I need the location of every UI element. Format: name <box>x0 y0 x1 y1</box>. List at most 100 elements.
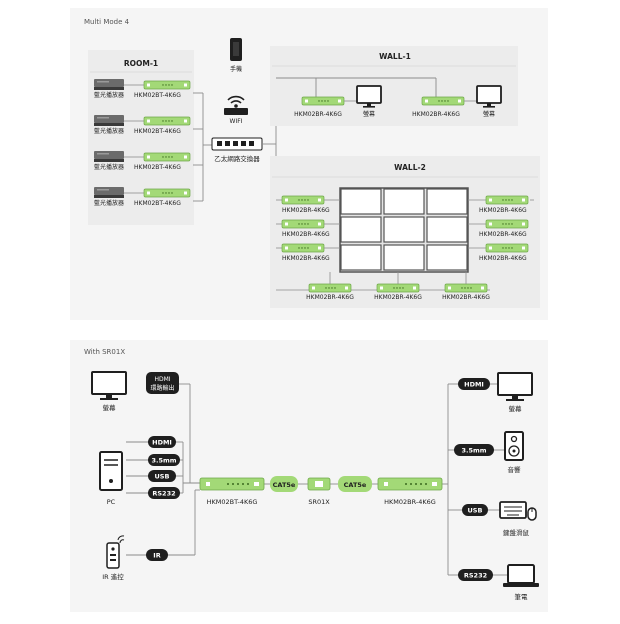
room-tx-device <box>143 116 191 126</box>
speaker-icon <box>504 431 524 461</box>
left-hdmi-tag-label: HDMI <box>152 439 172 447</box>
video-wall-cell <box>426 188 468 215</box>
wall2-items: HKM02BR-4K6G HKM02BR-4K6G HKM02BR-4K6G HKM0… <box>276 188 534 301</box>
wall2-right-rx-device <box>485 219 529 229</box>
pc-label: PC <box>107 498 116 506</box>
room-source-label: 藍光播放器 <box>94 199 124 207</box>
wall2-bottom-model-label: HKM02BR-4K6G <box>306 294 354 301</box>
wall2-left-model-label: HKM02BR-4K6G <box>282 207 330 214</box>
wall2-title: WALL-2 <box>394 163 426 172</box>
room-model-label: HKM02BT-4K6G <box>134 164 181 171</box>
wall1-monitor-icon <box>356 85 382 108</box>
rx-device <box>377 477 443 491</box>
monitor-icon <box>91 371 127 400</box>
rx-model-label: HKM02BR-4K6G <box>384 498 436 506</box>
tx-device <box>199 477 265 491</box>
video-wall-cell <box>383 216 425 243</box>
speaker-label: 音響 <box>508 465 522 474</box>
hdmi-loop-out-line2: 環路輸出 <box>150 384 174 392</box>
left-usb-tag: USB <box>148 470 176 482</box>
room-source-label: 藍光播放器 <box>94 91 124 99</box>
right-monitor-icon <box>497 372 533 401</box>
phone-label: 手機 <box>230 65 242 73</box>
left-3-5mm-tag-label: 3.5mm <box>151 457 176 465</box>
wall1-title: WALL-1 <box>379 52 411 61</box>
ir-remote-icon <box>106 535 125 569</box>
left-ir-tag: IR <box>146 549 168 561</box>
room-tx-device <box>143 152 191 162</box>
room-model-label: HKM02BT-4K6G <box>134 200 181 207</box>
right-3-5mm-tag-label: 3.5mm <box>461 447 486 455</box>
laptop-label: 筆電 <box>515 592 529 601</box>
cable2-label: CAT5e <box>344 481 367 489</box>
room1-title: ROOM-1 <box>124 59 158 68</box>
room1-panel <box>88 50 194 225</box>
wall2-right-model-label: HKM02BR-4K6G <box>479 207 527 214</box>
room-source-label: 藍光播放器 <box>94 127 124 135</box>
router-icon <box>224 108 248 115</box>
left-rs232-tag: RS232 <box>148 487 180 499</box>
left-hdmi-tag: HDMI <box>148 436 176 448</box>
left-ir-tag-label: IR <box>153 552 160 560</box>
wall2-left-model-label: HKM02BR-4K6G <box>282 255 330 262</box>
section2-title: With SR01X <box>84 348 125 356</box>
left-rs232-tag-label: RS232 <box>152 490 175 498</box>
bluray-player-icon <box>94 79 124 90</box>
wall1-display-label: 螢幕 <box>363 110 375 118</box>
wall1-display-label: 螢幕 <box>483 110 495 118</box>
room-source-label: 藍光播放器 <box>94 163 124 171</box>
bluray-player-icon <box>94 151 124 162</box>
phone-icon <box>230 38 242 61</box>
bluray-player-icon <box>94 115 124 126</box>
wall2-right-rx-device <box>485 195 529 205</box>
cable1-tag <box>270 476 298 492</box>
left-3-5mm-tag: 3.5mm <box>148 454 180 466</box>
wall1-model-label: HKM02BR-4K6G <box>294 111 342 118</box>
tx-model-label: HKM02BT-4K6G <box>207 498 258 506</box>
wall2-right-model-label: HKM02BR-4K6G <box>479 255 527 262</box>
room1-bus <box>193 92 212 202</box>
left-monitor-label: 螢幕 <box>103 403 117 412</box>
left-usb-tag-label: USB <box>155 473 170 481</box>
section1-title: Multi Mode 4 <box>84 18 130 26</box>
room-tx-device <box>143 80 191 90</box>
hdmi-loop-out-line1: HDMI <box>154 376 170 383</box>
cable1-label: CAT5e <box>273 481 296 489</box>
wall2-left-rx-device <box>281 195 325 205</box>
wall2-left-model-label: HKM02BR-4K6G <box>282 231 330 238</box>
video-wall-cell <box>426 216 468 243</box>
right-3-5mm-tag: 3.5mm <box>454 444 494 456</box>
right-hdmi-tag-label: HDMI <box>464 381 484 389</box>
video-wall-cell <box>426 244 468 271</box>
video-wall-cell <box>340 244 382 271</box>
video-wall-cell <box>383 244 425 271</box>
wall2-bottom-rx-device <box>444 283 488 293</box>
room-model-label: HKM02BT-4K6G <box>134 92 181 99</box>
wall2-left-rx-device <box>281 243 325 253</box>
room1-rows: 藍光播放器 HKM02BT-4K6G 藍光播放器 HKM02BT-4K6G 藍光播放器 H… <box>94 79 191 207</box>
keyboard-mouse-icon <box>499 501 537 521</box>
video-wall-cell <box>383 188 425 215</box>
wall2-left-rx-device <box>281 219 325 229</box>
wifi-icon <box>227 95 245 108</box>
switch-label: 乙太網路交換器 <box>214 154 260 163</box>
video-wall-cell <box>340 188 382 215</box>
wifi-label: WIFI <box>230 118 243 125</box>
sr01x-label: SR01X <box>308 498 330 506</box>
wall1-items: HKM02BR-4K6G 螢幕 HKM02BR-4K6G 螢幕 <box>294 85 502 118</box>
section2-diagram: 螢幕 HDMI 環路輸出 PC IR 遙控 HDMI3.5mmUSBRS232I… <box>91 371 539 601</box>
ethernet-switch-icon <box>211 137 263 151</box>
keyboard-mouse-label: 鍵盤滑鼠 <box>503 528 530 537</box>
wall1-monitor-icon <box>476 85 502 108</box>
right-rs232-tag-label: RS232 <box>464 572 487 580</box>
remote-label: IR 遙控 <box>102 572 124 581</box>
right-monitor-label: 螢幕 <box>509 404 523 413</box>
right-usb-tag-label: USB <box>468 507 483 515</box>
wall2-bottom-rx-device <box>308 283 352 293</box>
bluray-player-icon <box>94 187 124 198</box>
sr01x-device <box>307 477 331 491</box>
wall1-model-label: HKM02BR-4K6G <box>412 111 460 118</box>
